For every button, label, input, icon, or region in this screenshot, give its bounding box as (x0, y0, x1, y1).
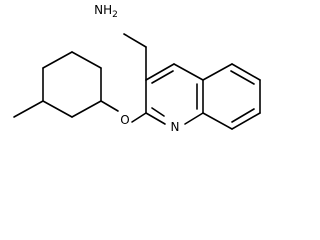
structure-diagram: NH2 O N (13, 3, 261, 134)
oxygen-label: O (120, 113, 129, 127)
methyl-bond (13, 100, 44, 118)
molecule-drawing: NH2 O N (13, 3, 261, 134)
pyridine-ring (145, 63, 204, 125)
benzo-ring (202, 63, 261, 130)
ch2-to-amine-bond (123, 33, 147, 48)
nitrogen-label: N (171, 120, 180, 134)
oxygen-to-quinoline-bond (131, 112, 147, 123)
ring-to-oxygen-bond (100, 100, 119, 112)
cyclohexyl-ring (42, 51, 102, 118)
amine-label: NH2 (94, 3, 118, 20)
